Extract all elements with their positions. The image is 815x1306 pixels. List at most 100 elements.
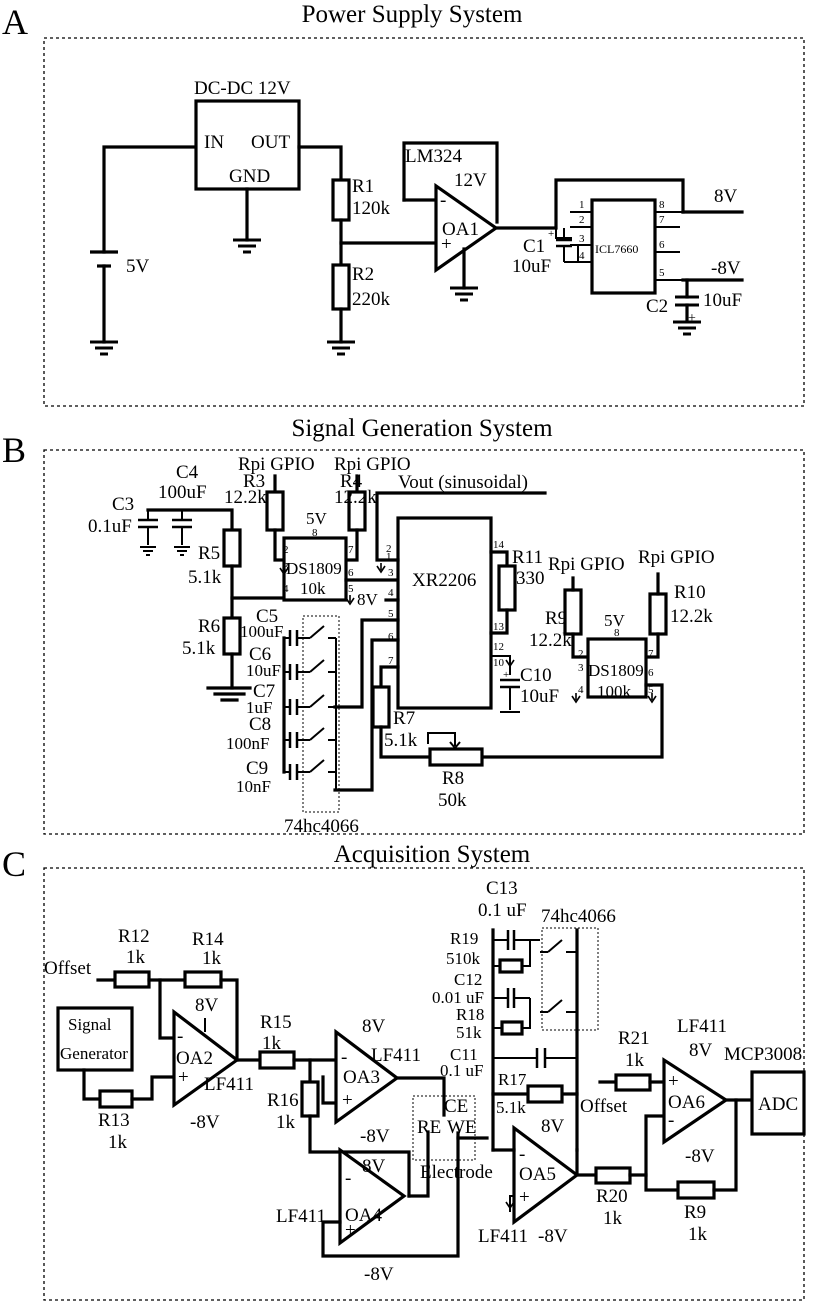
adc-box: [750, 1070, 806, 1136]
adc-label: ADC: [758, 1094, 798, 1115]
c8-value: 100nF: [226, 734, 269, 753]
section-a-title: Power Supply System: [302, 1, 523, 28]
section-a-power-supply: A Power Supply System 5V DC-DC 12V IN OU…: [2, 1, 805, 407]
ground-icon: [448, 286, 480, 302]
oa1-label: OA1: [442, 219, 479, 240]
r9c-value: 1k: [688, 1224, 708, 1245]
opamp-oa3: [334, 1028, 400, 1126]
offset-input-label-2: Offset: [580, 1096, 628, 1117]
oa4-plus: +: [345, 1220, 356, 1241]
icl7660-chip: [590, 198, 657, 295]
resistor-r12: [113, 970, 151, 989]
resistor-r18: [500, 1020, 524, 1036]
r18-label: R18: [456, 1005, 484, 1024]
r15-value: 1k: [262, 1033, 282, 1054]
resistor-r21: [614, 1073, 652, 1092]
mcp3008-label: MCP3008: [724, 1044, 802, 1065]
ds-pin: 4: [283, 583, 289, 595]
oa2-plus: +: [178, 1067, 189, 1088]
c5-label: C5: [256, 606, 278, 627]
c2-label: C2: [646, 296, 668, 317]
ds-pin: 2: [578, 648, 584, 660]
c12-value: 0.01 uF: [432, 988, 484, 1007]
xr-pin: 2: [386, 543, 392, 555]
c4-label: C4: [176, 462, 199, 483]
oa5-vminus: -8V: [538, 1226, 568, 1247]
r5-label: R5: [198, 543, 220, 564]
c4-value: 100uF: [158, 482, 207, 503]
r15-label: R15: [260, 1012, 292, 1033]
output-8v-label: 8V: [714, 186, 738, 207]
r1-label: R1: [352, 176, 374, 197]
resistor-r9: [563, 588, 583, 636]
switch-icon: [539, 999, 575, 1013]
electrode-re-label: RE: [417, 1117, 441, 1138]
oa6-minus: -: [668, 1110, 674, 1131]
oa4-label: OA4: [345, 1205, 382, 1226]
ground-icon: [173, 546, 191, 556]
switch-ic-label: 74hc4066: [284, 816, 359, 837]
r2-label: R2: [352, 264, 374, 285]
oa3-vminus: -8V: [360, 1126, 390, 1147]
r17-label: R17: [498, 1070, 527, 1089]
c2-plus: +: [688, 311, 696, 326]
section-a-frame: [43, 37, 805, 407]
icl-pin: 7: [659, 214, 665, 226]
icl7660-label: ICL7660: [595, 242, 638, 256]
c7-value: 1uF: [246, 698, 272, 717]
r20-value: 1k: [603, 1208, 623, 1229]
ds1-label: DS1809: [286, 559, 342, 578]
ds-pin: 3: [578, 662, 584, 674]
r1-value: 120k: [352, 198, 391, 219]
switch-icon: [301, 694, 337, 708]
section-b-title: Signal Generation System: [291, 415, 553, 442]
oa5-minus: -: [519, 1144, 525, 1165]
opamp-oa4: [338, 1146, 407, 1247]
ds-pin: 3: [283, 561, 289, 573]
resistor-r7: [371, 685, 391, 729]
battery-5v-label: 5V: [126, 256, 150, 277]
switch-icon: [539, 939, 575, 953]
oa2-vminus: -8V: [190, 1112, 220, 1133]
section-c-title: Acquisition System: [334, 841, 531, 868]
r14-value: 1k: [202, 948, 222, 969]
ds-pin: 7: [648, 648, 654, 660]
c2-value: 10uF: [703, 290, 742, 311]
electrode-ce-label: CE: [444, 1096, 468, 1117]
c5-value: 100uF: [240, 622, 283, 641]
c12-label: C12: [454, 970, 482, 989]
offset-input-label: Offset: [44, 958, 92, 979]
r6-label: R6: [198, 616, 220, 637]
oa1-plus: +: [441, 234, 452, 255]
oa2-minus: -: [177, 1026, 183, 1047]
oa6-part-label: LF411: [677, 1016, 727, 1037]
c10-plus: +: [503, 669, 509, 681]
resistor-r10: [648, 592, 668, 636]
switch-icon: [301, 625, 337, 639]
oa3-part-label: LF411: [371, 1045, 421, 1066]
signal-generator-line2: Generator: [60, 1044, 128, 1063]
r21-label: R21: [618, 1028, 650, 1049]
c8-label: C8: [249, 714, 271, 735]
opamp-oa6: [662, 1057, 729, 1146]
ground-icon: [88, 340, 120, 356]
icl-pin: 4: [579, 250, 585, 262]
resistor-r19: [498, 958, 524, 974]
capacitor-bank: [284, 625, 337, 790]
ds1-supply: 5V: [306, 509, 328, 528]
oa4-minus: -: [345, 1168, 351, 1189]
xr-pin: 1: [386, 551, 392, 563]
switch-icon: [301, 659, 337, 673]
xr-pin: 6: [388, 631, 394, 643]
resistor-r13: [98, 1089, 134, 1109]
ds-pin: 7: [348, 544, 354, 556]
c13-value: 0.1 uF: [478, 900, 527, 921]
c10-value: 10uF: [520, 686, 559, 707]
c10-label: C10: [520, 665, 552, 686]
resistor-r14: [183, 970, 223, 989]
opamp-oa1: [434, 182, 499, 274]
ground-icon: [139, 546, 157, 556]
ds-pin: 8: [312, 527, 318, 539]
xr-pin: 3: [388, 567, 394, 579]
